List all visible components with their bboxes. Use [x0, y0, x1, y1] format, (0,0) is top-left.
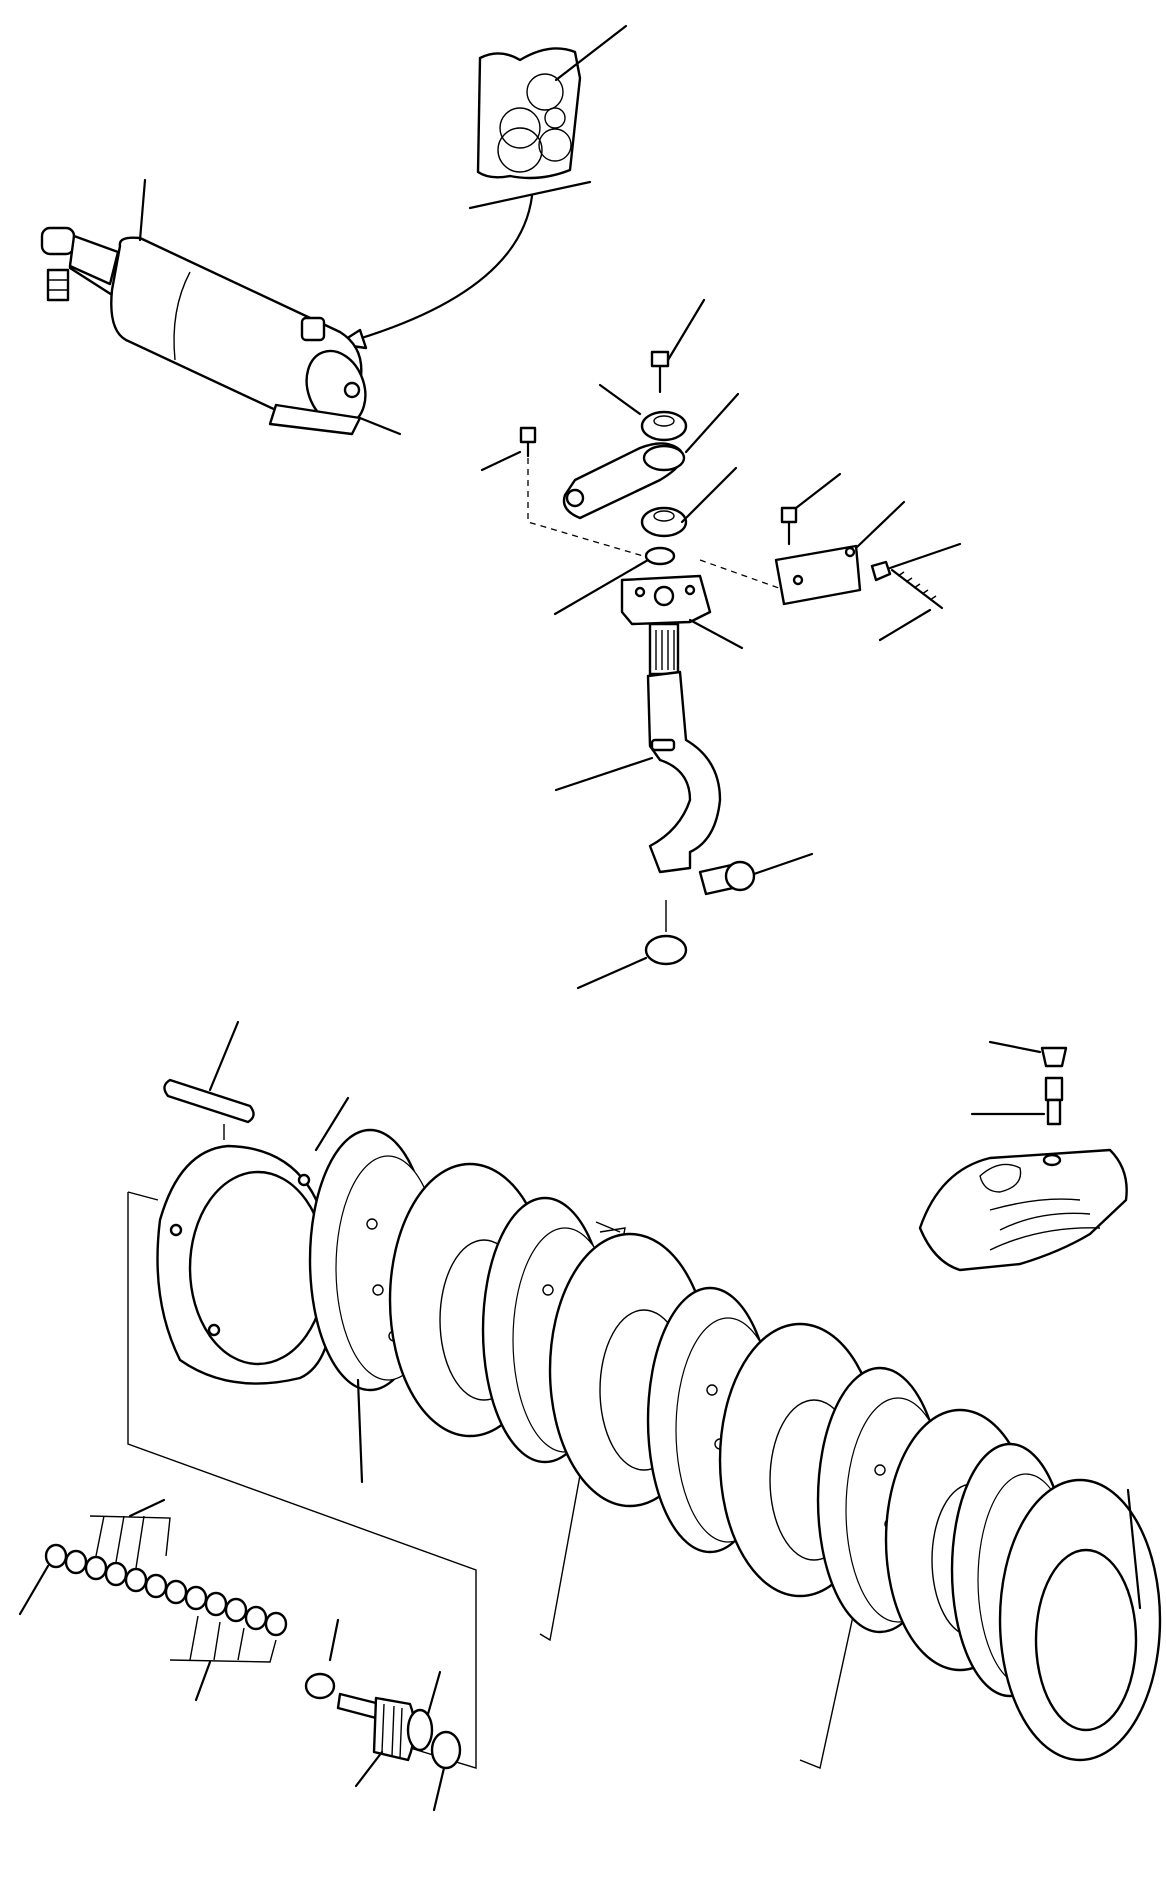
leader-shim-bottom — [194, 1660, 212, 1702]
adjuster-nut — [870, 560, 892, 582]
leader-left-screw — [480, 450, 522, 472]
rear-pressure-plate — [998, 1478, 1162, 1762]
mounting-plate — [774, 544, 862, 606]
leader-grease-cap — [988, 1040, 1042, 1054]
leader-friction-disc — [356, 1378, 364, 1484]
leader-nut — [888, 542, 962, 570]
leader-spindle-washer — [432, 1766, 446, 1812]
leader-top-screw — [666, 298, 706, 362]
leader-spindle-oring — [426, 1670, 442, 1716]
bottom-bushing — [644, 934, 688, 966]
leader-line-cylinder — [138, 178, 147, 242]
spindle-ball — [304, 1672, 336, 1700]
leader-dowel-pin — [208, 1020, 240, 1092]
leader-line-bracket — [358, 416, 402, 436]
piston-rod — [68, 234, 120, 286]
leader-lever — [684, 392, 740, 454]
leader-front-plate — [314, 1096, 350, 1152]
cylinder-port-fitting — [300, 316, 326, 342]
seal-kit-packet — [476, 24, 628, 180]
leader-line-seal-kit — [554, 24, 628, 82]
shim-stack — [18, 1498, 288, 1702]
rod-end-nut — [46, 268, 70, 302]
leader-circlip — [553, 558, 650, 616]
leader-lower-bushing — [680, 466, 738, 524]
brake-disc-pack — [18, 1020, 1162, 1812]
grease-nipple-detail — [918, 1040, 1128, 1272]
leader-first-shim — [18, 1564, 50, 1616]
leader-shim-top — [128, 1498, 166, 1518]
leader-spindle — [354, 1750, 384, 1788]
leader-mounting-plate — [854, 500, 906, 550]
grease-nipple — [1044, 1076, 1064, 1102]
left-screw-head — [519, 426, 537, 444]
housing-casting — [918, 1148, 1128, 1272]
adjuster-spindle — [304, 1618, 462, 1812]
plate-screw-head — [780, 506, 798, 524]
leader-bottom-bushing — [576, 956, 648, 990]
spindle-oring — [406, 1708, 434, 1752]
cylinder-bracket — [268, 403, 362, 436]
spindle-washer — [430, 1730, 462, 1770]
leader-upper-bushing — [598, 383, 642, 416]
rod-end-eye — [40, 226, 76, 256]
steering-cylinder — [40, 178, 402, 436]
circlip — [644, 546, 676, 566]
kit-arrow — [336, 180, 592, 350]
lower-bushing — [640, 506, 688, 538]
adjuster-screw — [890, 568, 944, 610]
front-plate-bore — [188, 1170, 328, 1366]
leader-spindle-ball — [328, 1618, 340, 1662]
steering-crank — [646, 670, 722, 874]
steering-arm-assembly — [480, 298, 962, 990]
top-screw-head — [650, 350, 670, 368]
grease-cap — [1040, 1046, 1068, 1068]
leader-crank-pin — [752, 852, 814, 876]
dowel-pin — [163, 1078, 255, 1124]
leader-crank — [554, 756, 654, 792]
leader-screw — [878, 608, 932, 642]
leader-rear-plate — [1126, 1488, 1142, 1610]
leader-flange-housing — [688, 618, 744, 650]
leader-plate-screw — [794, 472, 842, 510]
